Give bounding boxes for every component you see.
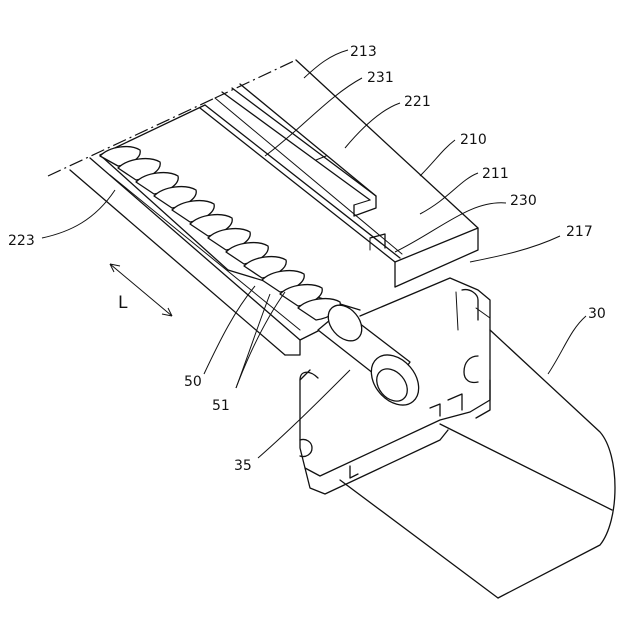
label-213: 213	[350, 44, 377, 60]
label-35: 35	[234, 458, 252, 474]
label-50: 50	[184, 374, 202, 390]
label-221: 221	[404, 94, 431, 110]
label-223: 223	[8, 233, 35, 249]
label-230: 230	[510, 193, 537, 209]
label-211: 211	[482, 166, 509, 182]
leader-lines	[42, 50, 586, 458]
shaft	[318, 299, 428, 415]
label-210: 210	[460, 132, 487, 148]
rail-slot	[222, 84, 385, 250]
reference-labels: 213 231 221 210 211 230 217 30 223 L 50 …	[8, 44, 606, 474]
label-L: L	[118, 293, 128, 313]
label-30: 30	[588, 306, 606, 322]
label-231: 231	[367, 70, 394, 86]
label-51: 51	[212, 398, 230, 414]
spring-coils	[100, 147, 340, 330]
label-217: 217	[566, 224, 593, 240]
